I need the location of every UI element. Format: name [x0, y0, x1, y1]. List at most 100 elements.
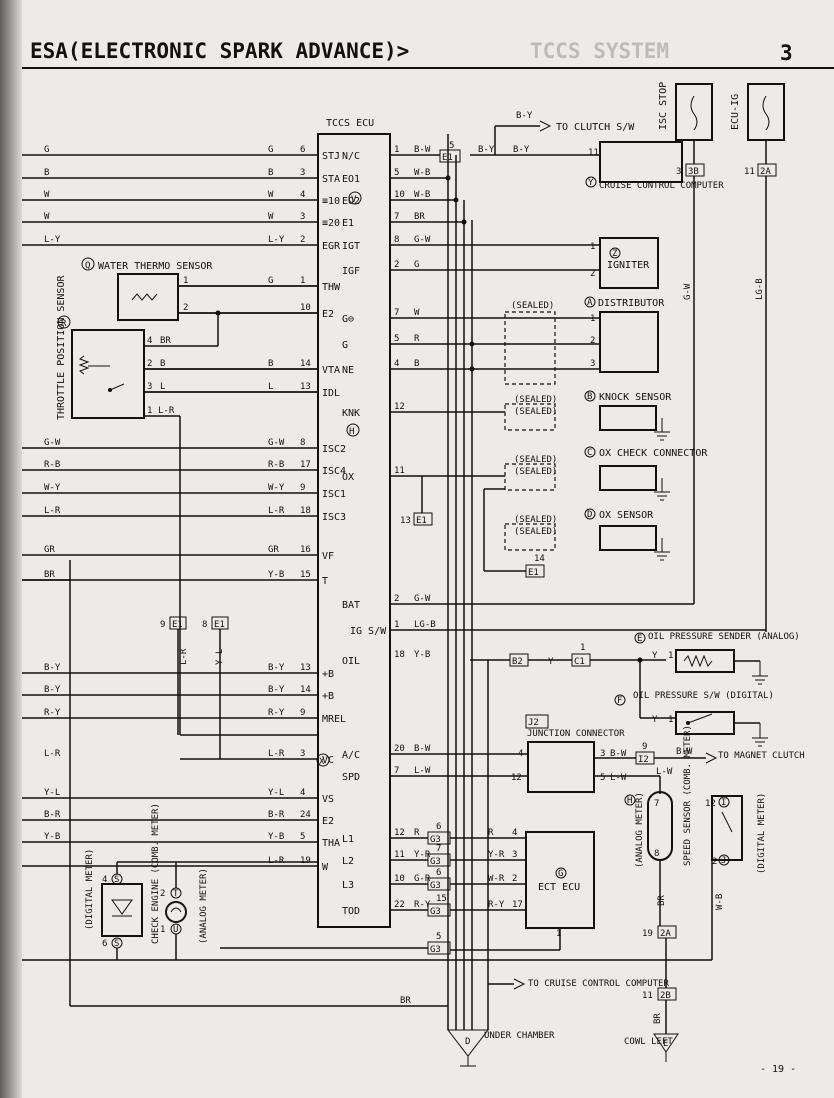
- left-edge-wire-label: W: [44, 190, 50, 200]
- ecu-left-pin-number: 14: [300, 359, 311, 369]
- ecu-right-pin-number: 4: [394, 359, 399, 369]
- knock-label: KNOCK SENSOR: [599, 392, 672, 403]
- sealed-label-1: (SEALED): [511, 301, 554, 311]
- ecu-left-pin-number: 2: [300, 235, 305, 245]
- oil-sender-marker: E: [637, 634, 642, 644]
- ecu-right-wire-color: B: [414, 359, 419, 369]
- ecu-right-terminal: E1: [342, 218, 354, 229]
- ecu-right-pin-number: 10: [394, 874, 405, 884]
- water-thermo-marker-circle: [81, 257, 95, 271]
- speed-pin-8: 8: [654, 849, 659, 859]
- ecu-right-wire-color: W-B: [414, 190, 430, 200]
- check-marker-s-top: S: [114, 875, 119, 885]
- ecu-right-terminal: BAT: [342, 600, 360, 611]
- ecu-left-terminal: E2: [322, 309, 334, 320]
- ecu-left-wire-color: L-Y: [268, 235, 285, 245]
- ecu-right-wire-color: B-W: [414, 744, 431, 754]
- arrow-to-magnet: [705, 752, 718, 764]
- ecu-left-terminal: +B: [322, 669, 334, 680]
- ground-cowl-label: COWL LEFT: [624, 1037, 673, 1047]
- throttle-wire-br: BR: [160, 336, 171, 346]
- water-thermo-marker: Q: [85, 261, 90, 271]
- ecu-left-pin-number: 9: [300, 483, 305, 493]
- sealed-label-3b: (SEALED): [514, 467, 557, 477]
- check-engine-digital: [101, 883, 143, 937]
- connector-2b: [657, 987, 677, 1001]
- wire-br-cowl: BR: [653, 1013, 663, 1024]
- ect-marker: G: [558, 869, 563, 879]
- connector-2b-pin: 11: [642, 991, 653, 1001]
- igniter-marker: Z: [612, 249, 618, 259]
- distributor-pin-2: 2: [590, 336, 595, 346]
- left-edge-wire-label: L-R: [44, 749, 61, 759]
- ecu-left-terminal: ISC2: [322, 444, 346, 455]
- g3-pin: 15: [436, 894, 447, 904]
- ecu-right-pin-number: 12: [394, 402, 405, 412]
- g3-pin: 6: [436, 822, 441, 832]
- throttle-label: THROTTLE POSITION SENSOR: [56, 275, 67, 420]
- junction-pin-12: 12: [511, 773, 522, 783]
- g3-pin: 5: [436, 932, 441, 942]
- ecu-left-pin-number: 4: [300, 190, 305, 200]
- ecu-right-wire-color: LG-B: [414, 620, 436, 630]
- throttle-wire-l: L: [160, 382, 165, 392]
- wire-by-clutch: B-Y: [516, 111, 533, 121]
- e1-label-b: E1: [214, 620, 225, 630]
- connector-2a-bottom-pin: 19: [642, 929, 653, 939]
- tccs-ecu-box: [317, 133, 391, 928]
- left-edge-wire-label: G: [44, 145, 49, 155]
- tccs-ecu-label: TCCS ECU: [326, 118, 374, 129]
- e1-connector-13: [413, 512, 433, 526]
- g3-connector: [427, 903, 451, 917]
- ecu-left-pin-number: 14: [300, 685, 311, 695]
- ecu-left-wire-color: L-R: [268, 856, 285, 866]
- ecu-left-pin-number: 3: [300, 749, 305, 759]
- ground-cowl-marker: E: [663, 1039, 668, 1049]
- ecu-left-pin-number: 17: [300, 460, 311, 470]
- ecu-right-wire-color: B-W: [414, 145, 431, 155]
- ecu-right-terminal: IGF: [342, 266, 360, 277]
- resistor-icon: [683, 654, 713, 668]
- water-thermo-pin-1: 1: [183, 276, 188, 286]
- ecu-right-terminal: A/C: [342, 750, 360, 761]
- page-number: - 19 -: [760, 1064, 796, 1075]
- ecu-left-terminal: THA: [322, 838, 340, 849]
- check-marker-t: T: [173, 889, 179, 899]
- fuse-ecu-label: ECU-IG: [730, 94, 741, 130]
- ecu-left-pin-number: 19: [300, 856, 311, 866]
- ox-sensor-box: [599, 525, 657, 551]
- left-edge-wire-label: B-R: [44, 810, 61, 820]
- connector-b2-label: B2: [512, 657, 523, 667]
- left-edge-wire-label: B-Y: [44, 685, 61, 695]
- ecu-left-wire-color: Y-B: [268, 832, 284, 842]
- wire-br-ground: BR: [400, 996, 411, 1006]
- water-thermo-pin-2: 2: [183, 303, 188, 313]
- throttle-pin-4: 4: [147, 336, 152, 346]
- speed-marker-j: J: [721, 856, 726, 866]
- ecu-right-terminal: G⊖: [342, 314, 354, 325]
- left-edge-wire-label: G-W: [44, 438, 61, 448]
- ecu-left-pin-number: 13: [300, 382, 311, 392]
- ect-ecu-wire-color: R: [488, 828, 494, 838]
- to-magnet-label: TO MAGNET CLUTCH: [718, 751, 805, 761]
- check-engine-label: CHECK ENGINE (COMB. METER): [151, 803, 161, 944]
- wire-by-nc: B-Y: [478, 145, 495, 155]
- e1-nc-pin: 5: [449, 141, 454, 151]
- connector-2a-bottom-label: 2A: [660, 929, 671, 939]
- wire-br-speed: BR: [657, 895, 667, 906]
- ground-d-marker: D: [465, 1037, 470, 1047]
- thermistor-icon: [131, 293, 158, 301]
- e1-pin-8: 8: [202, 620, 207, 630]
- check-marker-u: U: [173, 925, 178, 935]
- ecu-marker-h-circle: [346, 423, 360, 437]
- igniter-pin-2: 2: [590, 269, 595, 279]
- g3-label: G3: [430, 857, 441, 867]
- left-edge-wire-label: R-Y: [44, 708, 61, 718]
- connector-c1-pin: 1: [580, 643, 585, 653]
- g3-label: G3: [430, 945, 441, 955]
- connector-2b-label: 2B: [660, 991, 671, 1001]
- wire-gw-fuse: G-W: [683, 283, 693, 300]
- cruise-marker: Y: [588, 178, 594, 188]
